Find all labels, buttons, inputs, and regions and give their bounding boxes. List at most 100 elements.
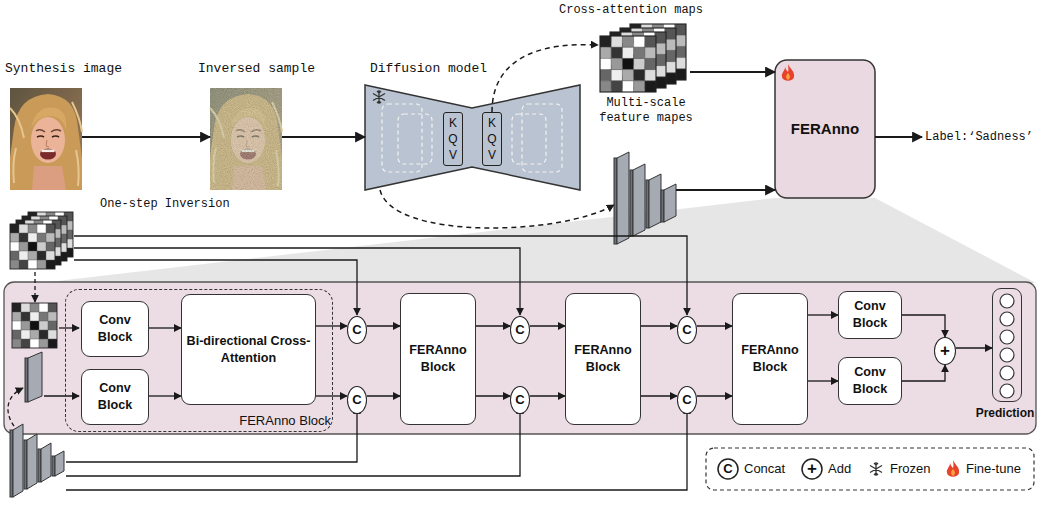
legend-symbol: + — [802, 460, 822, 478]
add-icon — [802, 459, 822, 479]
node-label: C — [352, 391, 361, 409]
image-panel: Inversed sample — [210, 88, 282, 190]
attention-maps: Cross-attention maps — [598, 22, 690, 94]
node-label: C — [682, 391, 691, 409]
process-box: Conv Block — [838, 357, 902, 405]
node-heading: Multi-scale feature mapes — [594, 96, 698, 126]
connector — [367, 395, 400, 396]
feature-map-stack — [10, 424, 64, 497]
connector — [530, 395, 565, 396]
input-wire — [8, 236, 687, 490]
node-label: K Q V — [487, 115, 497, 163]
process-box: Conv Block — [838, 291, 902, 339]
node-label: FERAnno Block — [401, 342, 475, 376]
attention-block: K Q V — [482, 112, 502, 166]
connector — [380, 190, 614, 228]
process-box: FERAnno Block — [400, 293, 476, 425]
connector — [690, 71, 775, 73]
connector — [149, 327, 181, 328]
zoom-fan — [40, 198, 1036, 283]
node-label: FERAnno Block — [733, 342, 807, 376]
face-photo — [10, 88, 82, 190]
concat-node: C — [510, 386, 530, 414]
concat-node: C — [677, 316, 697, 344]
unet-layers — [382, 104, 562, 172]
node-label: FERAnno — [791, 120, 859, 138]
node-label: Label:‘Sadness’ — [925, 130, 1033, 145]
connector — [476, 395, 510, 396]
connector — [902, 315, 945, 337]
connector — [641, 395, 677, 396]
node-label: C — [515, 321, 524, 339]
connector — [149, 395, 181, 396]
concat-icon — [718, 459, 738, 479]
add-node: + — [934, 337, 956, 365]
connector — [808, 314, 838, 315]
legend-symbol: C — [718, 460, 738, 478]
connector — [316, 395, 347, 396]
attention-map-stack — [10, 212, 73, 269]
block-group: FERAnno BlockConv BlockConv BlockBi-dire… — [65, 289, 333, 432]
node-label: Conv Block — [839, 364, 901, 398]
connector — [641, 325, 677, 326]
frozen-icon — [373, 90, 385, 104]
node-label: Conv Block — [82, 312, 148, 346]
legend-label: Concat — [744, 461, 824, 477]
connector — [697, 395, 732, 396]
node-label: FERAnno Block — [566, 342, 640, 376]
connector — [956, 347, 992, 348]
attention-block: K Q V — [443, 112, 463, 166]
attention-map — [12, 303, 57, 348]
process-box: FERAnno Block — [732, 293, 808, 425]
connector — [492, 45, 598, 112]
process-box: Conv Block — [81, 369, 149, 425]
unet-shape — [365, 85, 580, 190]
connector — [902, 365, 945, 381]
fine-tune-icon — [947, 460, 959, 477]
model-box: FERAnno — [775, 60, 875, 198]
node-heading: Cross-attention maps — [556, 3, 706, 18]
node-label: Bi-directional Cross-Attention — [182, 333, 315, 367]
connector — [367, 325, 400, 326]
step-label: One-step Inversion — [100, 197, 240, 212]
process-box: FERAnno Block — [565, 293, 641, 425]
concat-node: C — [347, 316, 367, 344]
prediction-vector — [1000, 294, 1014, 398]
connector — [316, 325, 347, 326]
node-heading: Diffusion model — [370, 61, 520, 77]
feature-map-stack — [614, 152, 676, 244]
feature-map — [25, 352, 42, 402]
node-heading: FERAnno Block — [237, 413, 331, 429]
legend-label: Frozen — [890, 461, 970, 477]
feature-maps: Multi-scale feature mapes — [614, 150, 676, 244]
process-box: Conv Block — [81, 301, 149, 357]
concat-node: C — [510, 316, 530, 344]
output-label: Label:‘Sadness’ — [922, 128, 1036, 146]
node-heading: Prediction — [971, 406, 1039, 421]
model-box-shape — [775, 60, 875, 198]
connector — [676, 189, 775, 191]
frozen-icon — [870, 462, 882, 476]
concat-node: C — [677, 386, 697, 414]
attention-map-stack — [600, 24, 686, 92]
node-label: C — [352, 321, 361, 339]
connector — [808, 380, 838, 381]
connector — [476, 325, 510, 326]
connector — [82, 136, 210, 138]
output-vector: Prediction — [992, 288, 1022, 402]
concat-node: C — [347, 386, 367, 414]
node-label: K Q V — [448, 115, 458, 163]
node-label: C — [515, 391, 524, 409]
attention-box: Bi-directional Cross-Attention — [181, 294, 316, 405]
connector — [530, 325, 565, 326]
node-label: Conv Block — [82, 380, 148, 414]
node-label: C — [682, 321, 691, 339]
connector — [697, 325, 732, 326]
node-heading: Synthesis image — [5, 61, 145, 77]
noise-overlay — [210, 88, 282, 190]
node-label: Conv Block — [839, 298, 901, 332]
connector — [875, 136, 922, 138]
diffusion-model: Diffusion modelK Q VK Q V — [365, 85, 580, 190]
image-panel: Synthesis image — [10, 88, 82, 190]
face-photo — [210, 88, 282, 190]
